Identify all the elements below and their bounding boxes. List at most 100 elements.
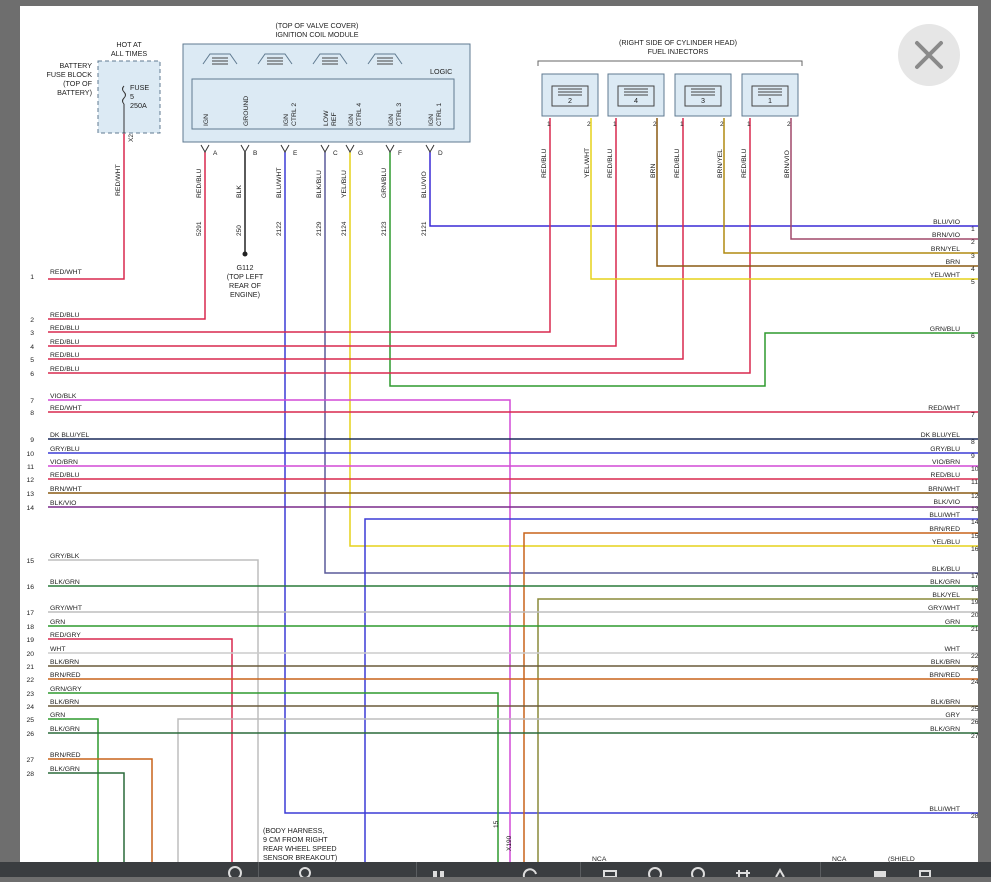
grid-view-button[interactable] bbox=[430, 862, 452, 877]
harness-wire bbox=[523, 532, 978, 866]
print-button[interactable] bbox=[915, 862, 935, 878]
injector-wire bbox=[723, 118, 978, 254]
body-harness-note: REAR WHEEL SPEED bbox=[263, 844, 337, 853]
left-pin-number: 24 bbox=[26, 704, 34, 711]
left-wire-label: RED/BLU bbox=[50, 472, 80, 479]
toolbar-separator bbox=[580, 862, 581, 877]
left-wire-label: RED/BLU bbox=[50, 339, 80, 346]
right-pin-number: 7 bbox=[971, 412, 975, 419]
injector-wire-label: RED/BLU bbox=[741, 148, 748, 178]
right-wire-label: BLK/BLU bbox=[932, 566, 960, 573]
circuit-number: 2124 bbox=[341, 221, 348, 236]
left-pin-number: 20 bbox=[26, 651, 34, 658]
coil-wire-ctrl3 bbox=[389, 152, 978, 387]
hot-at-all-times-label: HOT AT bbox=[116, 40, 142, 49]
right-wire-label: BRN/RED bbox=[929, 672, 960, 679]
coil-pin-name: CTRL 2 bbox=[291, 103, 298, 126]
close-button[interactable] bbox=[898, 24, 960, 86]
injector-number: 4 bbox=[634, 96, 638, 105]
left-wire-label: GRN bbox=[50, 619, 65, 626]
left-pin-number: 26 bbox=[26, 731, 34, 738]
right-wire-label: GRN bbox=[945, 619, 960, 626]
injector-wire-label: BRN bbox=[650, 164, 657, 178]
swap-button[interactable] bbox=[770, 862, 790, 878]
battery-wire-label: RED/WHT bbox=[115, 164, 122, 196]
coil-wire-label: RED/BLU bbox=[196, 168, 203, 198]
previous-button[interactable] bbox=[645, 862, 665, 881]
left-wire-label: RED/WHT bbox=[50, 269, 82, 276]
rotate-button[interactable] bbox=[520, 862, 540, 878]
left-wire-label: BRN/RED bbox=[50, 752, 81, 759]
right-wire-label: VIO/BRN bbox=[932, 459, 960, 466]
previous-icon bbox=[648, 867, 662, 881]
left-pin-number: 7 bbox=[30, 398, 34, 405]
search-button[interactable] bbox=[295, 862, 315, 879]
coil-pin-name: CTRL 1 bbox=[436, 103, 443, 126]
left-pin-number: 28 bbox=[26, 771, 34, 778]
right-wire-label: BLK/GRN bbox=[930, 726, 960, 733]
download-button[interactable] bbox=[870, 862, 890, 877]
right-pin-number: 11 bbox=[971, 479, 978, 486]
left-pin-number: 19 bbox=[26, 637, 34, 644]
toolbar-separator bbox=[820, 862, 821, 877]
ignition-coil-module bbox=[182, 43, 471, 143]
injector-pin-label: 2 bbox=[720, 121, 724, 128]
right-pin-number: 3 bbox=[971, 253, 975, 260]
fit-button[interactable] bbox=[733, 862, 753, 877]
harness-wire bbox=[48, 758, 153, 866]
injector-wire bbox=[656, 118, 978, 267]
injector-pin-label: 2 bbox=[787, 121, 791, 128]
right-wire-label: BLU/WHT bbox=[929, 806, 960, 813]
injector-coil-box bbox=[617, 85, 655, 107]
right-pin-number: 24 bbox=[971, 679, 978, 686]
right-wire-label: RED/BLU bbox=[931, 472, 961, 479]
fuse-label: 250A bbox=[130, 101, 147, 110]
left-wire-label: BLK/BRN bbox=[50, 659, 79, 666]
coil-pin-name: IGN bbox=[428, 114, 435, 126]
right-wire-label: DK BLU/YEL bbox=[921, 432, 961, 439]
left-pin-number: 15 bbox=[26, 558, 34, 565]
coil-wire-label: BLK/BLU bbox=[316, 170, 323, 198]
ground-desc: ENGINE) bbox=[230, 290, 260, 299]
left-pin-number: 16 bbox=[26, 584, 34, 591]
coil-wire-ign bbox=[48, 152, 206, 320]
injector-pin-label: 1 bbox=[680, 121, 684, 128]
injector-wire bbox=[790, 118, 978, 240]
page-icon bbox=[603, 870, 617, 878]
coil-wire-label: YEL/BLU bbox=[341, 170, 348, 198]
right-pin-number: 15 bbox=[971, 533, 978, 540]
left-pin-number: 9 bbox=[30, 437, 34, 444]
coil-pin-letter: C bbox=[333, 150, 338, 157]
pin-chevron bbox=[280, 144, 290, 154]
fuse-block-label: BATTERY bbox=[60, 61, 93, 70]
left-pin-number: 11 bbox=[27, 464, 34, 471]
left-wire-label: RED/BLU bbox=[50, 352, 80, 359]
left-wire-label: RED/WHT bbox=[50, 405, 82, 412]
pin-chevron bbox=[345, 144, 355, 154]
harness-wire bbox=[48, 718, 99, 866]
injector-header: FUEL INJECTORS bbox=[648, 47, 709, 56]
right-pin-number: 6 bbox=[971, 333, 975, 340]
page-button[interactable] bbox=[600, 862, 620, 878]
left-pin-number: 12 bbox=[26, 477, 34, 484]
left-wire-label: DK BLU/YEL bbox=[50, 432, 90, 439]
hot-at-all-times-label: ALL TIMES bbox=[111, 49, 148, 58]
injector-pin-label: 2 bbox=[653, 121, 657, 128]
right-pin-number: 25 bbox=[971, 706, 978, 713]
injector-number: 1 bbox=[768, 96, 772, 105]
left-pin-number: 25 bbox=[26, 717, 34, 724]
right-pin-number: 26 bbox=[971, 719, 978, 726]
ground-id: G112 bbox=[236, 263, 253, 272]
next-button[interactable] bbox=[688, 862, 708, 881]
injector-wire-label: BRN/VIO bbox=[784, 150, 791, 178]
left-wire-label: BLK/GRN bbox=[50, 766, 80, 773]
coil-pin-letter: F bbox=[398, 150, 402, 157]
viewer-toolbar bbox=[0, 862, 991, 881]
coil-wire-label: GRN/BLU bbox=[381, 168, 388, 198]
fuse-block bbox=[97, 60, 161, 134]
right-wire-label: BRN/VIO bbox=[932, 232, 960, 239]
components-layer bbox=[97, 43, 803, 257]
zoom-in-button[interactable] bbox=[225, 862, 245, 880]
